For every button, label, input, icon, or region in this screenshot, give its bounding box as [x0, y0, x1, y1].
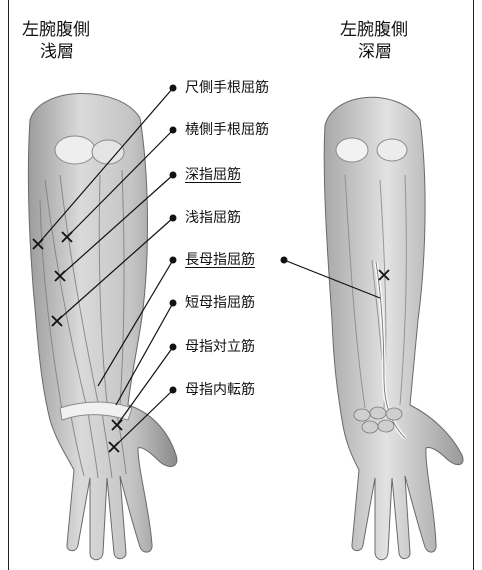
left-arm-superficial	[28, 93, 177, 559]
label-flexor-pollicis-brevis: 短母指屈筋	[185, 296, 255, 310]
label-flexor-pollicis-longus: 長母指屈筋	[185, 253, 255, 267]
label-flexor-carpi-ulnaris: 尺側手根屈筋	[185, 81, 269, 95]
label-opponens-pollicis: 母指対立筋	[185, 340, 255, 354]
label-flexor-carpi-radialis: 橈側手根屈筋	[185, 123, 269, 137]
right-arm-deep	[324, 97, 463, 559]
right-panel-title: 左腕腹側	[340, 22, 408, 39]
left-panel-title: 左腕腹側	[22, 22, 90, 39]
left-panel-layer: 浅層	[40, 44, 74, 61]
label-adductor-pollicis: 母指内転筋	[185, 383, 255, 397]
label-flexor-digitorum-profundus: 深指屈筋	[185, 168, 241, 182]
label-flexor-digitorum-superficialis: 浅指屈筋	[185, 211, 241, 225]
right-panel-layer: 深層	[358, 44, 392, 61]
